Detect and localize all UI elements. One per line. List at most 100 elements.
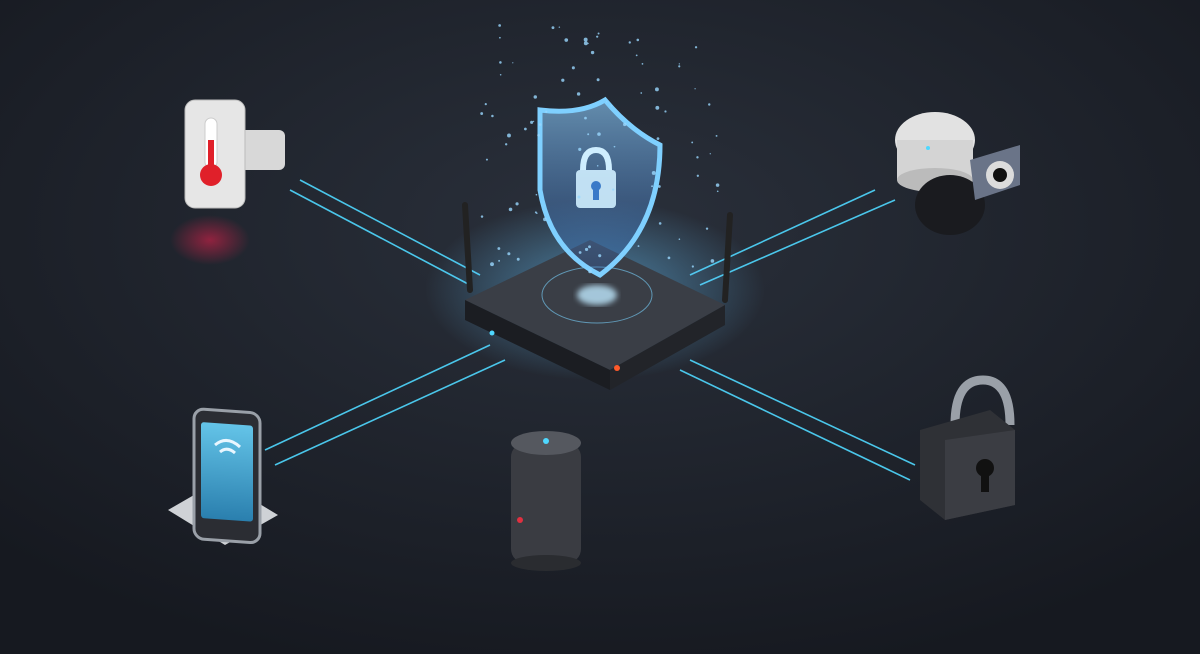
sparkle (564, 38, 569, 42)
sparkle (533, 95, 537, 99)
sparkle (571, 66, 575, 70)
sparkle (710, 259, 715, 263)
security-camera (895, 112, 1020, 235)
sparkle (656, 137, 660, 140)
sparkle (655, 105, 660, 110)
sparkle (709, 153, 711, 155)
sparkle (532, 120, 535, 123)
sparkle (485, 158, 488, 161)
sparkle (641, 62, 644, 65)
sparkle (515, 202, 519, 206)
tablet (168, 407, 278, 545)
sparkle (696, 156, 699, 159)
speaker-icon (517, 517, 523, 523)
sparkle (498, 24, 501, 27)
padlock-icon (976, 459, 994, 492)
sparkle (512, 62, 514, 64)
sparkle (558, 26, 561, 28)
sparkle (584, 116, 587, 120)
sparkle (637, 245, 640, 248)
thermometer-icon (200, 117, 222, 186)
shield-lock-icon (537, 96, 663, 278)
sparkles (480, 24, 720, 274)
sparkle (480, 112, 484, 115)
sparkle (716, 190, 719, 193)
sparkle (612, 188, 615, 191)
sparkle (658, 222, 662, 225)
connection-lines (264, 179, 916, 481)
sparkle (499, 36, 501, 39)
sparkle (606, 101, 608, 103)
sparkle (590, 50, 595, 55)
sparkle (636, 38, 640, 42)
sparkle (691, 265, 694, 268)
sparkle (598, 254, 602, 258)
sparkle (678, 65, 681, 68)
smart-lock (920, 375, 1015, 520)
sparkle (651, 171, 656, 175)
router (425, 200, 765, 390)
sparkle (516, 257, 520, 261)
sparkle (499, 73, 502, 76)
sparkle (623, 122, 627, 127)
sparkle (545, 110, 548, 113)
sparkle (667, 256, 671, 260)
sparkle (705, 227, 709, 230)
sparkle (597, 32, 600, 35)
sparkle (628, 41, 631, 44)
sparkle (596, 165, 599, 167)
sparkle (538, 123, 542, 126)
sparkle (694, 88, 696, 90)
sparkle (696, 174, 699, 177)
sparkle (610, 105, 613, 107)
sparkle (504, 143, 508, 146)
sparkle (578, 251, 582, 254)
sparkle (678, 63, 680, 65)
sparkle (535, 193, 538, 196)
smart-speaker (511, 431, 581, 571)
sparkle (657, 185, 661, 188)
sparkle (694, 46, 698, 49)
sparkle (584, 247, 589, 252)
sparkle (635, 54, 638, 57)
thermostat (170, 99, 285, 265)
sparkle (678, 238, 681, 241)
wifi-icon (214, 439, 242, 455)
sparkle (507, 252, 511, 256)
sparkle (484, 103, 487, 106)
sparkle (543, 217, 547, 222)
sparkle (596, 78, 600, 82)
sparkle (561, 78, 565, 82)
sparkle (524, 127, 527, 131)
sparkle (480, 215, 484, 218)
sparkle (530, 120, 534, 124)
sparkle (597, 132, 601, 136)
sparkle (499, 61, 502, 64)
sparkle (508, 207, 513, 212)
sparkle (715, 134, 718, 137)
sparkle (613, 145, 616, 148)
sparkle (708, 103, 711, 106)
sparkle (498, 259, 501, 262)
sparkle (691, 141, 694, 144)
sparkle (588, 269, 592, 274)
sparkle (651, 185, 654, 188)
sparkle (596, 35, 599, 38)
sparkle (583, 41, 588, 46)
sparkle (507, 133, 511, 138)
sparkle (640, 92, 643, 94)
sparkle (587, 133, 590, 136)
sparkle (715, 183, 720, 187)
camera-icon (986, 161, 1014, 189)
sparkle (576, 92, 581, 96)
sparkle (537, 133, 540, 137)
sparkle (577, 195, 581, 199)
sparkle (588, 245, 591, 249)
sparkle (664, 110, 667, 113)
sparkle (654, 87, 659, 92)
sparkle (534, 211, 537, 214)
sparkle (497, 247, 501, 250)
sparkle (578, 147, 582, 151)
sparkle (491, 114, 494, 118)
